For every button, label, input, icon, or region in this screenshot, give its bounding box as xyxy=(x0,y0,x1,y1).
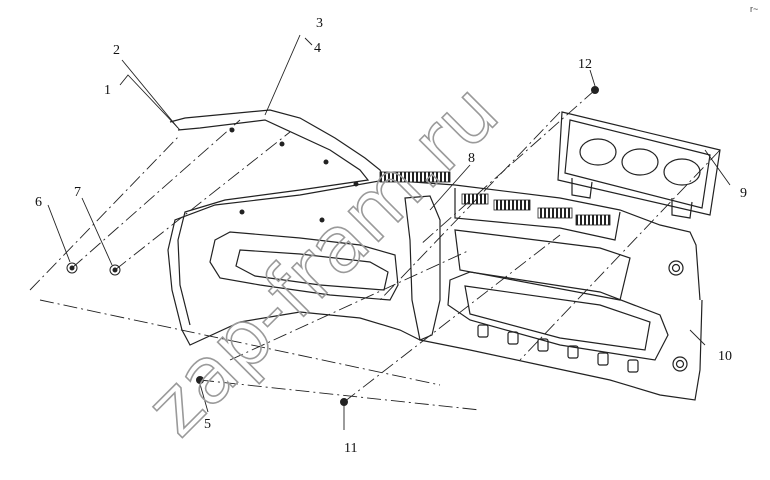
callout-7: 7 xyxy=(74,185,81,200)
center-pillar xyxy=(404,195,441,341)
fog-lamp-lower xyxy=(672,356,688,372)
callout-1: 1 xyxy=(104,83,111,98)
callout-5: 5 xyxy=(204,417,211,432)
fog-lamp-lower-inner xyxy=(675,359,685,369)
left-wing-outline xyxy=(167,109,421,346)
assembly-center-lines xyxy=(29,89,721,411)
callout-12: 12 xyxy=(578,57,592,72)
fog-lamp-upper-inner xyxy=(671,263,681,273)
corner-mark: r~ xyxy=(750,4,758,14)
lower-recess xyxy=(447,271,669,361)
fog-lamp-upper xyxy=(668,260,684,276)
panel-fasteners xyxy=(229,127,359,223)
callout-3: 3 xyxy=(316,16,323,31)
left-wing-inner xyxy=(177,119,370,326)
callout-9: 9 xyxy=(740,186,747,201)
main-body-bottom xyxy=(419,299,703,401)
callout-4: 4 xyxy=(314,41,321,56)
upper-grille-strip xyxy=(454,188,621,241)
leader-lines xyxy=(47,34,731,430)
license-plate-holder xyxy=(557,111,721,219)
lower-recess-inner xyxy=(464,285,651,351)
callout-labels: 1 2 3 4 5 6 7 8 9 10 11 12 xyxy=(35,16,747,456)
panel-assembly xyxy=(167,109,703,401)
middle-frame xyxy=(454,229,631,301)
callout-11: 11 xyxy=(344,441,357,456)
bottom-vents xyxy=(477,324,639,373)
left-recess-inner xyxy=(235,249,389,291)
callout-2: 2 xyxy=(113,43,120,58)
main-body-top xyxy=(384,179,701,301)
callout-6: 6 xyxy=(35,195,42,210)
callout-8: 8 xyxy=(468,151,475,166)
callout-10: 10 xyxy=(718,349,732,364)
watermark-text: zap-fram.ru xyxy=(130,67,516,453)
grille-hatching xyxy=(379,171,611,226)
left-recess xyxy=(209,231,399,301)
